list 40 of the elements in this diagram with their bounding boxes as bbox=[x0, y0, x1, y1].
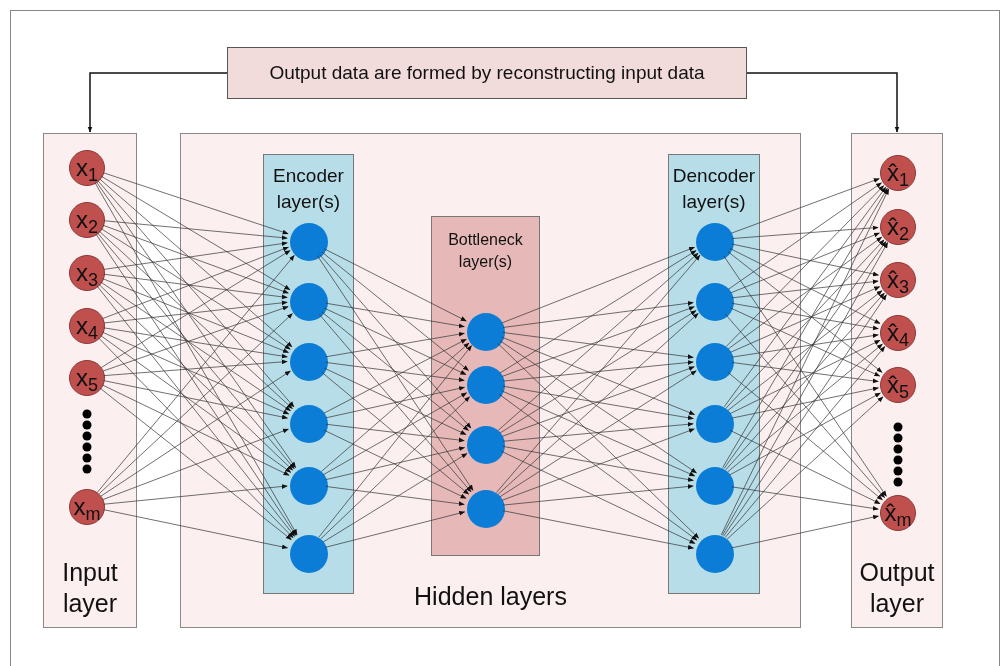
neuron-label: x̂$_{4}$ bbox=[887, 321, 909, 345]
neuron-label: x̂$_{m}$ bbox=[884, 501, 912, 525]
neuron-label: x$_{5}$ bbox=[76, 366, 98, 390]
layer-label: Bottleneck layer(s) bbox=[447, 230, 524, 273]
neuron-label: x̂$_{5}$ bbox=[887, 373, 909, 397]
input-neuron bbox=[69, 360, 105, 396]
layer-panel bbox=[431, 216, 540, 556]
layer-panel bbox=[43, 133, 137, 628]
layer-label: Hidden layers bbox=[414, 580, 567, 612]
input-neuron bbox=[69, 150, 105, 186]
neuron-label: x$_{2}$ bbox=[76, 208, 98, 232]
output-neuron bbox=[880, 315, 916, 351]
input-neuron bbox=[69, 489, 105, 525]
neuron-label: x$_{m}$ bbox=[73, 495, 101, 519]
layer-panel bbox=[180, 133, 801, 628]
arrow bbox=[87, 72, 228, 133]
output-neuron bbox=[880, 367, 916, 403]
neuron-label: x̂$_{3}$ bbox=[887, 268, 909, 292]
input-neuron bbox=[69, 255, 105, 291]
arrow bbox=[746, 72, 900, 133]
neuron-label: x$_{3}$ bbox=[76, 261, 98, 285]
layer-label: Input layer bbox=[61, 556, 119, 619]
neuron-label: x$_{1}$ bbox=[76, 156, 98, 180]
neuron-label: x̂$_{1}$ bbox=[887, 161, 909, 185]
note-text: Output data are formed by reconstructing input data bbox=[269, 60, 705, 85]
output-neuron bbox=[880, 262, 916, 298]
output-neuron bbox=[880, 209, 916, 245]
neuron-label: x̂$_{2}$ bbox=[887, 215, 909, 239]
layer-panel bbox=[263, 154, 354, 594]
input-neuron bbox=[69, 308, 105, 344]
neuron-label: x$_{4}$ bbox=[76, 314, 98, 338]
layer-label: Encoder layer(s) bbox=[272, 164, 345, 214]
input-neuron bbox=[69, 202, 105, 238]
note-box bbox=[227, 47, 747, 99]
layer-label: Output layer bbox=[858, 556, 936, 619]
output-neuron bbox=[880, 495, 916, 531]
layer-panel bbox=[851, 133, 943, 628]
layer-panel bbox=[668, 154, 760, 594]
output-neuron bbox=[880, 155, 916, 191]
layer-label: Dencoder layer(s) bbox=[671, 164, 757, 214]
